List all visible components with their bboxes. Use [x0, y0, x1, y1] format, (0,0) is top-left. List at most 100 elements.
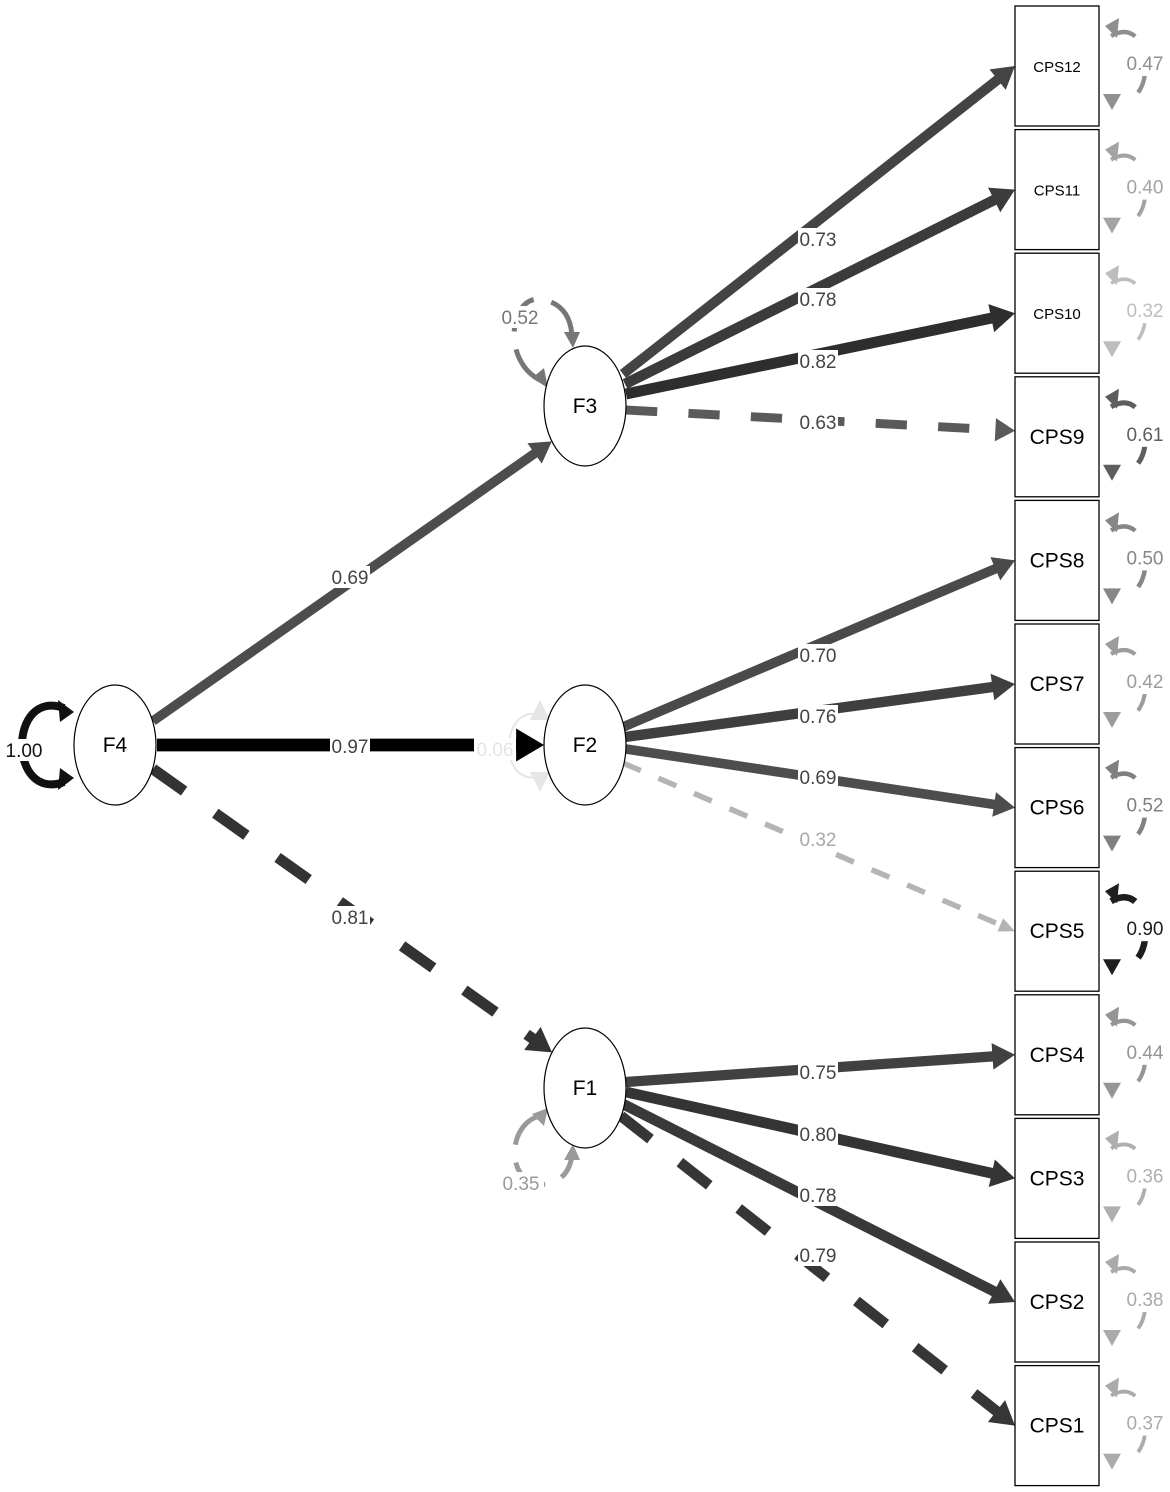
variance-label: 0.35: [503, 1174, 540, 1195]
residual-curve: [1109, 524, 1148, 597]
loading-label: 0.32: [800, 830, 837, 851]
arrowhead: [987, 1400, 1015, 1426]
residual-loop-cps4: 0.44: [1103, 1006, 1169, 1099]
indicator-cps8: CPS8: [1014, 499, 1100, 622]
indicator-label: CPS3: [1030, 1167, 1085, 1190]
variance-loop-f4: 1.00: [2, 700, 74, 790]
residual-curve: [1110, 277, 1148, 349]
arrowhead: [1103, 959, 1121, 976]
residual-curve: [1109, 771, 1148, 844]
arrowhead: [527, 441, 552, 464]
arrowhead: [1103, 1453, 1121, 1470]
indicator-cps4: CPS4: [1014, 994, 1100, 1116]
arrowhead: [990, 557, 1015, 581]
factor-ellipse: [543, 684, 627, 806]
label-mask: [798, 1123, 838, 1145]
label-mask: [1125, 917, 1169, 942]
indicator-label: CPS12: [1033, 59, 1081, 76]
label-mask: [474, 738, 516, 760]
label-mask: [798, 766, 838, 788]
indicator-box: [1014, 746, 1100, 869]
loading-label: 0.80: [800, 1125, 837, 1146]
arrowhead: [1103, 341, 1121, 358]
residual-curve: [1110, 1389, 1148, 1462]
indicator-label: CPS2: [1030, 1291, 1085, 1314]
arrowhead: [58, 700, 74, 722]
indicator-box: [1014, 1241, 1100, 1363]
label-mask: [2, 739, 46, 761]
indicator-cps3: CPS3: [1014, 1117, 1100, 1240]
label-mask: [798, 1244, 838, 1266]
loading-label: 0.79: [800, 1246, 837, 1267]
arrowhead: [992, 792, 1015, 817]
residual-label: 0.44: [1127, 1043, 1164, 1064]
labels-layer: 0.690.970.810.730.780.820.630.700.760.69…: [330, 228, 838, 1267]
label-mask: [1125, 52, 1169, 76]
loading-label: 0.78: [800, 290, 837, 311]
residual-loop-cps11: 0.40: [1103, 141, 1169, 234]
indicator-box: [1014, 623, 1100, 745]
residual-label: 0.47: [1127, 54, 1164, 75]
latent-factor-f4: F4: [73, 684, 157, 806]
loading-label: 0.69: [332, 568, 369, 589]
arrowhead: [530, 772, 550, 792]
label-mask: [1125, 1164, 1169, 1189]
arrowhead: [1105, 1254, 1119, 1274]
label-mask: [1125, 670, 1169, 694]
indicator-label: CPS6: [1030, 797, 1085, 820]
factor-ellipse: [73, 684, 157, 806]
latent-factor-f1: F1: [543, 1027, 627, 1149]
label-mask: [1125, 793, 1169, 818]
factor-ellipse: [543, 1027, 627, 1149]
arrowhead: [988, 187, 1015, 213]
residual-label: 0.36: [1127, 1166, 1164, 1187]
arrowhead: [532, 1108, 548, 1126]
variance-loops-layer: 0.470.400.320.610.500.420.520.900.440.36…: [2, 18, 1169, 1470]
label-mask: [798, 644, 838, 666]
indicator-box: [1014, 499, 1100, 622]
loading-label: 0.81: [332, 908, 369, 929]
variance-label: 0.06: [477, 740, 514, 761]
loading-label: 0.63: [800, 413, 837, 434]
residual-loop-cps10: 0.32: [1103, 265, 1169, 358]
arrowhead: [58, 768, 74, 790]
indicator-cps11: CPS11: [1014, 128, 1100, 251]
residual-curve: [1109, 648, 1148, 720]
factor-ellipse: [543, 345, 627, 467]
arrowhead: [1103, 1206, 1121, 1223]
arrowhead: [1103, 217, 1121, 234]
arrowhead: [516, 728, 544, 762]
loading-label: 0.97: [332, 737, 369, 758]
residual-curve: [1110, 153, 1148, 226]
arrowhead: [1103, 588, 1121, 605]
residual-curve: [1110, 1266, 1148, 1338]
residual-curve: [1109, 400, 1148, 474]
arrowhead: [564, 332, 580, 348]
path-line: [149, 764, 538, 1045]
path-f2-to-cps8: [621, 557, 1015, 732]
arrowhead: [994, 418, 1015, 442]
label-mask: [798, 705, 838, 727]
arrowhead: [1103, 1082, 1121, 1099]
arrowhead: [1105, 265, 1119, 286]
latent-factor-f3: F3: [543, 345, 627, 467]
arrowhead: [530, 700, 550, 720]
label-mask: [798, 1184, 838, 1206]
indicator-label: CPS8: [1030, 549, 1085, 572]
arrowhead: [988, 304, 1015, 333]
indicator-label: CPS9: [1030, 426, 1085, 449]
residual-label: 0.52: [1127, 796, 1164, 817]
indicator-label: CPS11: [1034, 183, 1080, 200]
indicator-label: CPS4: [1030, 1044, 1085, 1067]
arrowhead: [997, 918, 1015, 932]
label-mask: [1125, 1040, 1169, 1065]
arrowhead: [1105, 759, 1119, 780]
residual-loop-cps6: 0.52: [1103, 759, 1169, 852]
path-f3-to-cps9: [625, 405, 1015, 442]
indicator-cps12: CPS12: [1014, 5, 1100, 127]
factor-label: F2: [573, 734, 598, 757]
residual-label: 0.90: [1127, 919, 1164, 940]
loading-label: 0.78: [800, 1186, 837, 1207]
label-mask: [798, 1061, 838, 1083]
